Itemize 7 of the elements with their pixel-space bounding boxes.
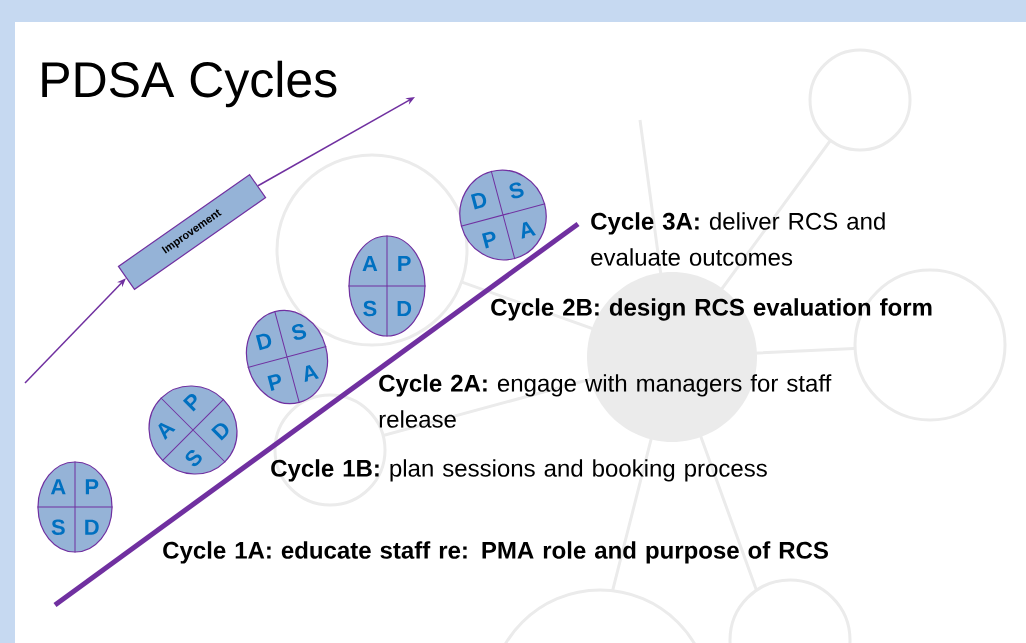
cycle-description: Cycle 2A: engage with managers for staff release: [379, 374, 832, 428]
arrow: [24, 278, 126, 384]
cycle-description: Cycle 1B: plan sessions and booking process: [271, 459, 767, 482]
cycle-description: Cycle 1A: educate staff re: PMA role and purpose of RCS: [163, 541, 828, 564]
cycle-description: Cycle 3A: deliver RCS and evaluate outcomes: [591, 212, 885, 266]
cycle-description: Cycle 2B: design RCS evaluation form: [491, 298, 932, 321]
title: PDSA Cycles: [42, 60, 337, 108]
